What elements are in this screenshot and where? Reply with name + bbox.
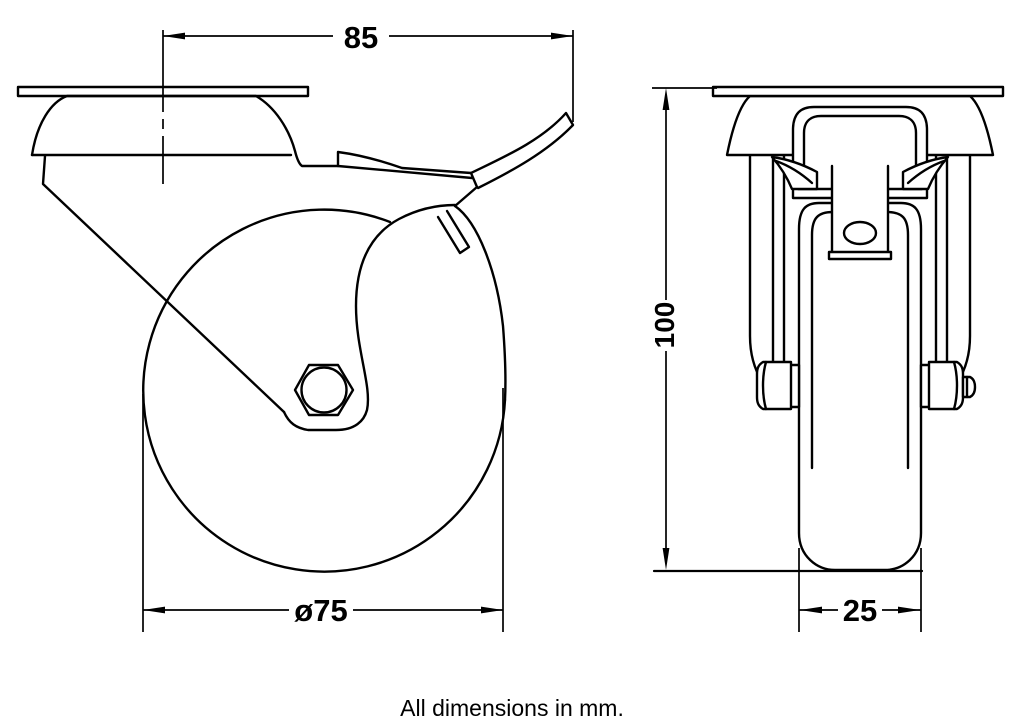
front-axle-nut-left bbox=[755, 360, 793, 411]
front-bracket-hole bbox=[842, 220, 878, 246]
arrow-left-icon bbox=[800, 606, 822, 614]
dimension-85-label: 85 bbox=[344, 20, 378, 55]
front-fork-head-inner bbox=[802, 114, 918, 178]
side-axle-hex-nut bbox=[293, 363, 355, 417]
side-brake-lever bbox=[453, 111, 575, 208]
arrow-right-icon bbox=[481, 606, 503, 614]
side-wheel-circle bbox=[142, 208, 507, 573]
front-bracket-fill bbox=[832, 166, 888, 252]
drawing-caption: All dimensions in mm. bbox=[400, 695, 624, 721]
arrow-left-icon bbox=[143, 606, 165, 614]
dimension-25: 25 bbox=[798, 548, 922, 632]
front-top-plate bbox=[711, 85, 1005, 98]
arrow-right-icon bbox=[551, 32, 573, 40]
front-bracket-sides bbox=[830, 164, 890, 254]
arrow-down-icon bbox=[662, 548, 670, 570]
front-fork-head-outer bbox=[791, 105, 929, 200]
side-view: 85 ø75 bbox=[16, 20, 575, 632]
side-fork-inner-edge bbox=[282, 203, 457, 432]
side-brake-rod bbox=[436, 209, 471, 255]
arrow-up-icon bbox=[662, 88, 670, 110]
dimension-diameter-label: ø75 bbox=[294, 593, 347, 628]
dimension-100: 100 bbox=[649, 87, 717, 570]
front-axle-nut-right-chamfer bbox=[952, 360, 959, 411]
side-fork-front-edge bbox=[41, 154, 286, 414]
front-axle-nut-left-chamfer bbox=[761, 360, 768, 411]
dimension-100-label: 100 bbox=[649, 302, 680, 349]
side-brake-pedal bbox=[336, 150, 479, 189]
front-claw-right-accent bbox=[906, 159, 946, 185]
side-swivel-dome bbox=[30, 94, 340, 168]
side-fork-rear-edge bbox=[453, 204, 507, 402]
front-claw-left-accent bbox=[774, 159, 814, 185]
front-view: 100 25 bbox=[649, 85, 1005, 632]
front-wheel-tread bbox=[797, 201, 923, 572]
dimension-25-label: 25 bbox=[843, 593, 877, 628]
front-bracket-cap bbox=[827, 250, 893, 261]
arrow-right-icon bbox=[898, 606, 920, 614]
dimension-85: 85 bbox=[163, 20, 574, 122]
front-axle-bolt-stub bbox=[961, 375, 977, 399]
arrow-left-icon bbox=[163, 32, 185, 40]
side-axle-bore bbox=[300, 366, 348, 414]
dimension-wheel-diameter: ø75 bbox=[142, 388, 504, 632]
